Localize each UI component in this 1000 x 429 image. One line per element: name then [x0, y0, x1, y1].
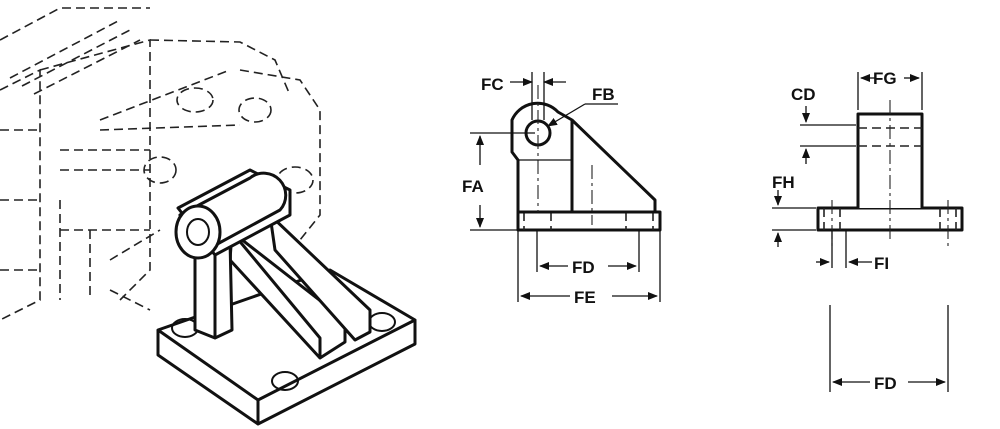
- isometric-view: [0, 7, 417, 426]
- fe-label: FE: [574, 288, 596, 307]
- fg-label: FG: [873, 69, 897, 88]
- pivot-boss: [174, 171, 288, 260]
- fd-bottom-label: FD: [874, 374, 897, 393]
- fb-label: FB: [592, 85, 615, 104]
- fh-label: FH: [772, 173, 795, 192]
- fc-label: FC: [481, 75, 504, 94]
- fa-label: FA: [462, 177, 484, 196]
- cd-label: CD: [791, 85, 816, 104]
- side-view: FG CD FH FI FD: [772, 69, 964, 393]
- fi-label: FI: [874, 254, 889, 273]
- fd-label: FD: [572, 258, 595, 277]
- front-view: FC FB FA FD FE: [462, 72, 662, 307]
